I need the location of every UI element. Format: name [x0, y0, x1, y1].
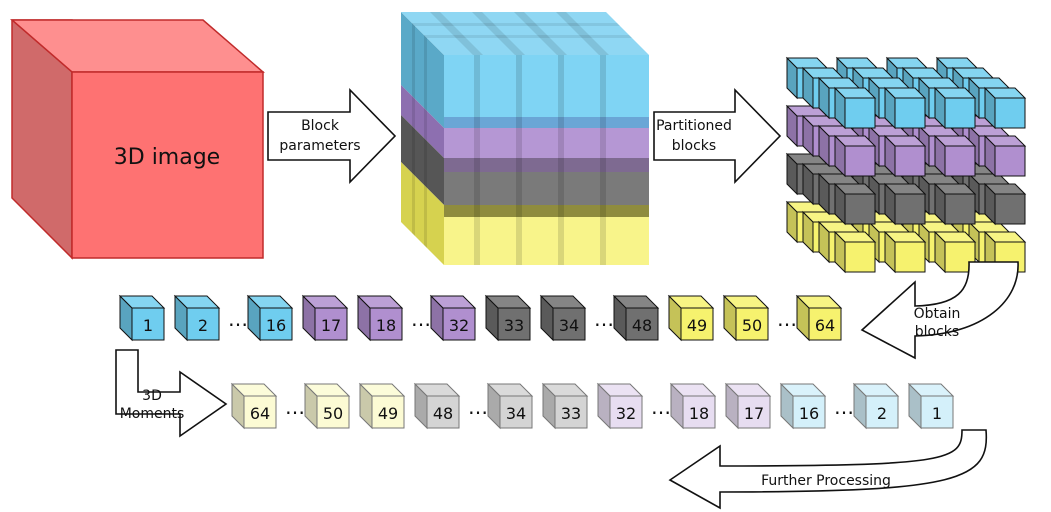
- partition-block-cube: [833, 182, 877, 226]
- numbered-block: [612, 294, 660, 342]
- 3d-moments-line1: 3D: [142, 388, 162, 404]
- block-number: 17: [321, 316, 341, 335]
- numbered-block: [301, 294, 349, 342]
- block-number: 1: [932, 404, 942, 423]
- block-number: 34: [559, 316, 579, 335]
- ellipsis: …: [228, 307, 248, 331]
- block-number: 64: [815, 316, 835, 335]
- numbered-block: [596, 382, 644, 430]
- partitioned-blocks-line1: Partitioned: [656, 118, 732, 134]
- red-3d-image-cube: [9, 19, 266, 260]
- numbered-block: [413, 382, 461, 430]
- partition-block-cube: [883, 134, 927, 178]
- obtain-blocks-line2: blocks: [915, 324, 959, 340]
- partitioned-blocks-grid: [785, 56, 1027, 274]
- numbered-block: [246, 294, 294, 342]
- partitioned-blocks-line2: blocks: [672, 138, 716, 154]
- obtained-blocks-row: 1 2 … 16 17 18 … 32 33 34 … 48 49 50 … 64: [118, 294, 843, 342]
- partition-block-cube: [833, 230, 877, 274]
- partition-block-cube: [883, 182, 927, 226]
- further-processing-arrow: [668, 429, 988, 510]
- numbered-block: [539, 294, 587, 342]
- ellipsis: …: [411, 307, 431, 331]
- ellipsis: …: [285, 395, 305, 419]
- obtain-blocks-arrow: [860, 261, 1019, 360]
- numbered-block: [779, 382, 827, 430]
- ellipsis: …: [777, 307, 797, 331]
- block-number: 49: [687, 316, 707, 335]
- ellipsis: …: [594, 307, 614, 331]
- numbered-block: [667, 294, 715, 342]
- ellipsis: …: [834, 395, 854, 419]
- block-number: 48: [433, 404, 453, 423]
- partition-block-cube: [933, 230, 977, 274]
- moments-blocks-row: 64 … 50 49 48 … 34 33 32 … 18 17 16 … 2 1: [230, 382, 955, 430]
- numbered-block: [541, 382, 589, 430]
- obtain-blocks-line1: Obtain: [914, 306, 961, 322]
- numbered-block: [358, 382, 406, 430]
- numbered-block: [356, 294, 404, 342]
- ellipsis: …: [651, 395, 671, 419]
- further-processing-label: Further Processing: [761, 473, 891, 489]
- block-number: 50: [323, 404, 343, 423]
- block-number: 18: [376, 316, 396, 335]
- block-parameters-arrow: [267, 88, 397, 184]
- numbered-block: [722, 294, 770, 342]
- numbered-block: [429, 294, 477, 342]
- numbered-block: [669, 382, 717, 430]
- partition-block-cube: [933, 86, 977, 130]
- block-number: 49: [378, 404, 398, 423]
- ellipsis: …: [468, 395, 488, 419]
- block-number: 2: [198, 316, 208, 335]
- block-parameters-line1: Block: [301, 118, 340, 134]
- block-number: 1: [143, 316, 153, 335]
- partition-block-cube: [983, 182, 1027, 226]
- partition-block-cube: [983, 134, 1027, 178]
- block-number: 18: [689, 404, 709, 423]
- block-number: 32: [616, 404, 636, 423]
- partition-block-cube: [983, 86, 1027, 130]
- numbered-block: [484, 294, 532, 342]
- block-number: 50: [742, 316, 762, 335]
- block-number: 16: [266, 316, 286, 335]
- block-number: 34: [506, 404, 526, 423]
- numbered-block: [230, 382, 278, 430]
- block-number: 32: [449, 316, 469, 335]
- block-number: 2: [877, 404, 887, 423]
- 3d-image-label: 3D image: [114, 145, 220, 170]
- block-number: 16: [799, 404, 819, 423]
- block-parameters-line2: parameters: [279, 138, 360, 154]
- numbered-block: [118, 294, 166, 342]
- numbered-block: [852, 382, 900, 430]
- block-number: 48: [632, 316, 652, 335]
- numbered-block: [303, 382, 351, 430]
- numbered-block: [486, 382, 534, 430]
- block-number: 17: [744, 404, 764, 423]
- block-number: 64: [250, 404, 270, 423]
- 3d-moments-arrow: [115, 349, 228, 438]
- partition-block-cube: [883, 86, 927, 130]
- layered-cube: [401, 12, 649, 265]
- numbered-block: [173, 294, 221, 342]
- partitioned-blocks-arrow: [653, 88, 782, 184]
- partition-block-cube: [833, 134, 877, 178]
- partition-block-cube: [833, 86, 877, 130]
- block-number: 33: [504, 316, 524, 335]
- partition-block-cube: [933, 182, 977, 226]
- partition-block-cube: [883, 230, 927, 274]
- 3d-moments-line2: Moments: [120, 406, 185, 422]
- numbered-block: [907, 382, 955, 430]
- block-number: 33: [561, 404, 581, 423]
- numbered-block: [795, 294, 843, 342]
- partition-block-cube: [933, 134, 977, 178]
- numbered-block: [724, 382, 772, 430]
